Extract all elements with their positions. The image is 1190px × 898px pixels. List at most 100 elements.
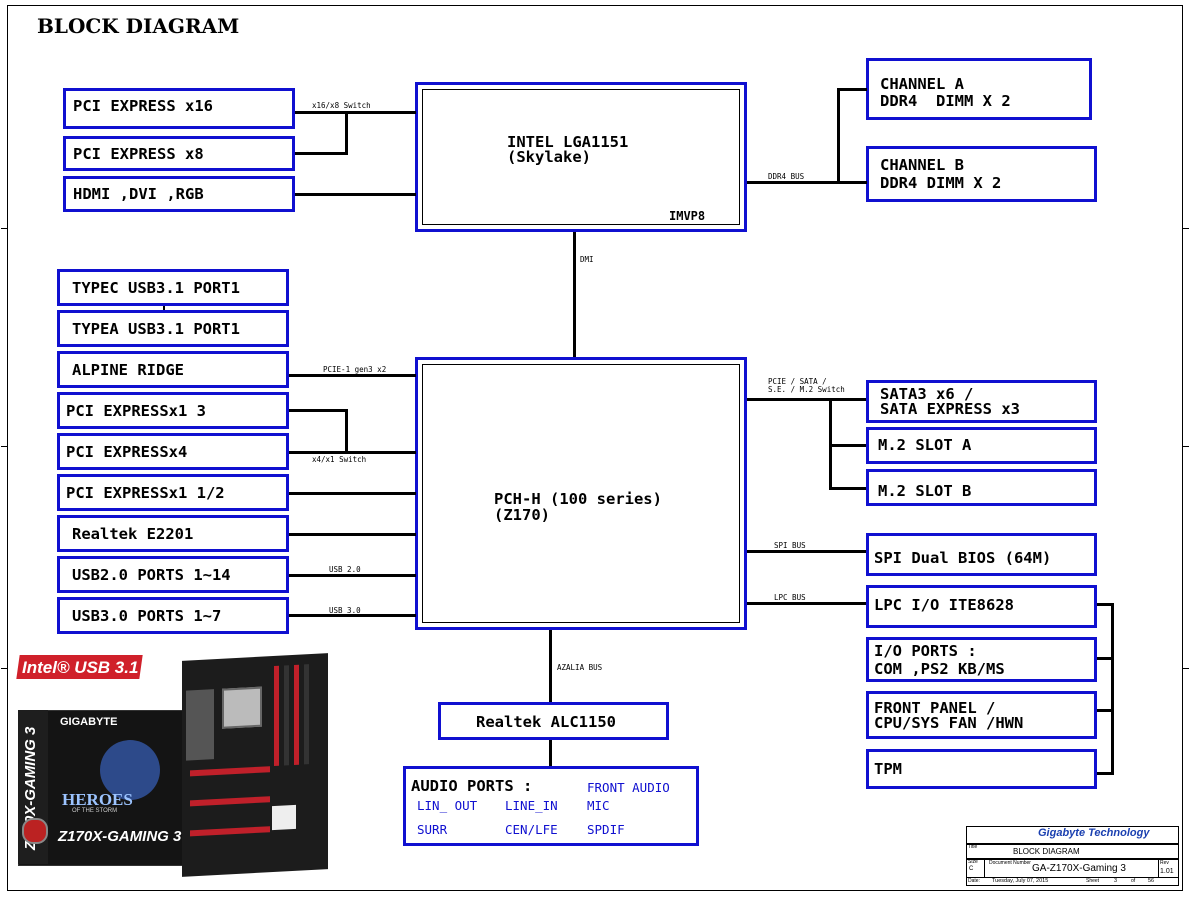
front-panel-label: FRONT PANEL / — [874, 699, 996, 717]
io-shield-icon — [186, 689, 214, 761]
sata-bus-line — [747, 398, 867, 401]
usb31-link — [163, 306, 165, 310]
channel-b-block[interactable] — [866, 146, 1097, 202]
cpu-block[interactable] — [415, 82, 747, 232]
pcie-x1-3-block[interactable] — [57, 392, 289, 429]
sata-express-label: SATA EXPRESS x3 — [880, 400, 1020, 418]
alpine-bus-label: PCIE-1 gen3 x2 — [323, 365, 387, 374]
usb30-block[interactable] — [57, 597, 289, 634]
pcie-x4-label: PCI EXPRESSx4 — [66, 443, 188, 461]
heroes-logo: HEROES — [62, 790, 133, 809]
ddr4-bus-label: DDR4 BUS — [768, 172, 805, 181]
usb20-label: USB2.0 PORTS 1~14 — [72, 566, 231, 584]
lpc-bus-label: LPC BUS — [774, 593, 806, 602]
revision: 1.01 — [1160, 868, 1174, 875]
dmi-label: DMI — [580, 255, 594, 264]
channel-a-label: CHANNEL A — [880, 75, 964, 93]
pcie-x1-12-label: PCI EXPRESSx1 1/2 — [66, 484, 225, 502]
sheet-number: 3 — [1114, 878, 1118, 884]
lpc-io-block[interactable] — [866, 585, 1097, 628]
hdmi-dvi-rgb-block[interactable] — [63, 176, 295, 212]
front-panel-detail: CPU/SYS FAN /HWN — [874, 714, 1024, 732]
audio-codec-block[interactable] — [438, 702, 669, 740]
lpc-io-label: LPC I/O ITE8628 — [874, 596, 1014, 614]
alpine-ridge-link — [289, 374, 416, 377]
alpine-ridge-block[interactable] — [57, 351, 289, 388]
io-ports-link — [1097, 657, 1114, 660]
dimm-slot-icon — [304, 664, 309, 765]
document-number: GA-Z170X-Gaming 3 — [1032, 863, 1126, 874]
channel-a-block[interactable] — [866, 58, 1092, 120]
pcie-x8-label: PCI EXPRESS x8 — [73, 145, 204, 163]
sata-bus-label-2: S.E. / M.2 Switch — [768, 385, 845, 394]
spi-bus-label: SPI BUS — [774, 541, 806, 550]
cpu-inner-border — [422, 89, 740, 225]
pcie-x16-block[interactable] — [63, 88, 295, 129]
typec-usb31-block[interactable] — [57, 269, 289, 306]
usb20-block[interactable] — [57, 556, 289, 593]
sata-block[interactable] — [866, 380, 1097, 423]
audio-codec-label: Realtek ALC1150 — [476, 713, 616, 731]
spi-bios-label: SPI Dual BIOS (64M) — [874, 549, 1052, 567]
audio-ports-block[interactable] — [403, 766, 699, 846]
m2b-link — [829, 487, 867, 490]
g1-logo-icon — [272, 804, 296, 831]
alpine-ridge-label: ALPINE RIDGE — [72, 361, 184, 379]
of-field-label: of — [1131, 878, 1136, 884]
usb20-bus-label: USB 2.0 — [329, 565, 361, 574]
pch-name: PCH-H (100 series) — [494, 490, 662, 508]
pch-block[interactable] — [415, 357, 747, 630]
typea-usb31-block[interactable] — [57, 310, 289, 347]
m2-slot-b-block[interactable] — [866, 469, 1097, 506]
sata-label: SATA3 x6 / — [880, 385, 974, 403]
sheet-date: Tuesday, July 07, 2015 — [992, 878, 1049, 884]
audio-ports-label: AUDIO PORTS : — [411, 777, 533, 795]
spi-bios-block[interactable] — [866, 533, 1097, 576]
pcie-slot-icon — [190, 796, 270, 807]
front-audio-label: FRONT AUDIO — [587, 780, 670, 795]
pcie-x8-block[interactable] — [63, 136, 295, 171]
sheet-field-label: Sheet — [1086, 878, 1100, 884]
rev-field-label: Rev — [1160, 860, 1169, 866]
pcie-x1-12-link — [289, 492, 416, 495]
realtek-lan-block[interactable] — [57, 515, 289, 552]
sata-bus-branch — [829, 398, 832, 489]
sheet-total: 56 — [1148, 878, 1155, 884]
x16-x8-switch-line — [345, 111, 348, 155]
cpu-vr-label: IMVP8 — [669, 209, 706, 223]
channel-a-dimm: DDR4 DIMM X 2 — [880, 92, 1011, 110]
azalia-bus-label: AZALIA BUS — [557, 663, 603, 672]
dimm-slot-icon — [294, 664, 299, 765]
io-ports-block[interactable] — [866, 637, 1097, 682]
line-in-label: LINE_IN — [505, 798, 558, 813]
pch-inner-border — [422, 364, 740, 623]
pcie-x16-label: PCI EXPRESS x16 — [73, 97, 213, 115]
page-title: BLOCK DIAGRAM — [37, 14, 240, 38]
dimm-slot-icon — [274, 665, 279, 767]
lpc-bus-line — [747, 602, 867, 605]
m2-slot-a-block[interactable] — [866, 427, 1097, 464]
pcie-slot-icon — [190, 826, 270, 837]
m2-slot-a-label: M.2 SLOT A — [878, 436, 972, 454]
game-character-art — [100, 740, 160, 800]
x16-x8-switch-label: x16/x8 Switch — [312, 101, 371, 110]
front-panel-block[interactable] — [866, 691, 1097, 739]
ddr4-bus-line — [747, 181, 867, 184]
frame-tick — [1, 228, 7, 229]
tpm-block[interactable] — [866, 749, 1097, 789]
x4-x1-switch-label: x4/x1 Switch — [312, 455, 367, 464]
title-field-label: Title — [968, 844, 978, 850]
sheet-title: BLOCK DIAGRAM — [1013, 847, 1080, 856]
pcie-x1-3-link — [289, 409, 348, 412]
front-panel-link — [1097, 709, 1114, 712]
realtek-lan-link — [289, 533, 416, 536]
line-out-label: LIN_ OUT — [417, 798, 478, 813]
frame-tick — [1, 446, 7, 447]
azalia-bus-line — [549, 630, 552, 703]
pcie-x1-12-block[interactable] — [57, 474, 289, 511]
channel-b-label: CHANNEL B — [880, 156, 964, 174]
pcie-x4-block[interactable] — [57, 433, 289, 470]
pcie-x1-3-label: PCI EXPRESSx1 3 — [66, 402, 206, 420]
cen-lfe-label: CEN/LFE — [505, 822, 558, 837]
size-field-label: Size — [968, 859, 978, 865]
